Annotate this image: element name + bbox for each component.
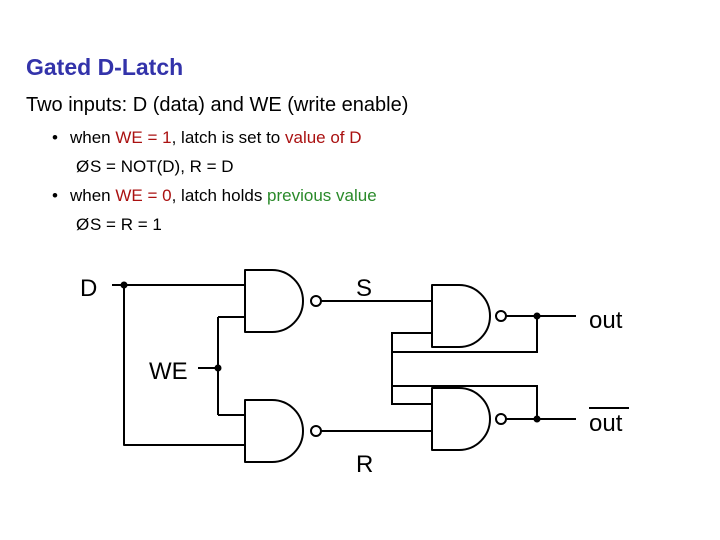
- bullet-prefix: when: [70, 128, 116, 147]
- bullet-middle: , latch holds: [171, 186, 268, 205]
- nand-bubble-1: [310, 295, 322, 307]
- label-s: S: [356, 275, 372, 302]
- sub-bullet-text: S = NOT(D), R = D: [90, 157, 234, 176]
- bullet-highlight: WE = 1: [115, 128, 172, 147]
- slide-title: Gated D-Latch: [26, 54, 184, 80]
- nand-gate-3: [431, 284, 491, 348]
- nand-gate-2: [244, 399, 304, 463]
- intro-text: Two inputs: D (data) and WE (write enabl…: [26, 94, 409, 116]
- label-d: D: [80, 275, 97, 302]
- bullet-we-1: • when WE = 1, latch is set to value of D: [52, 128, 362, 148]
- bullet-we-0: • when WE = 0, latch holds previous value: [52, 186, 377, 206]
- feedback-out-bar-to-g3: [391, 332, 538, 419]
- bullet-middle: , latch is set to: [171, 128, 285, 147]
- label-we: WE: [149, 358, 188, 385]
- feedback-out-to-g4: [391, 316, 538, 405]
- nand-bubble-4: [495, 413, 507, 425]
- label-out-bar: out: [589, 410, 623, 437]
- bullet-dot-icon: •: [52, 128, 58, 147]
- bullet-dot-icon: •: [52, 186, 58, 205]
- label-r: R: [356, 451, 373, 478]
- nand-bubble-2: [310, 425, 322, 437]
- sub-bullet-we-1: ØS = NOT(D), R = D: [76, 157, 234, 177]
- junction-out: [533, 312, 541, 320]
- nand-gate-1: [244, 269, 304, 333]
- junction-out-bar: [533, 415, 541, 423]
- bullet-highlight-2: previous value: [267, 186, 377, 205]
- label-out: out: [589, 307, 623, 334]
- junction-d: [120, 281, 128, 289]
- nand-bubble-3: [495, 310, 507, 322]
- nand-gate-4: [431, 387, 491, 451]
- arrow-icon: Ø: [76, 157, 90, 176]
- arrow-icon: Ø: [76, 215, 90, 234]
- wire-d-branch: [123, 285, 245, 446]
- bullet-highlight: WE = 0: [115, 186, 172, 205]
- junction-we: [214, 364, 222, 372]
- bullet-prefix: when: [70, 186, 116, 205]
- bullet-highlight-2: value of D: [284, 128, 362, 147]
- sub-bullet-we-0: ØS = R = 1: [76, 215, 162, 235]
- sub-bullet-text: S = R = 1: [90, 215, 162, 234]
